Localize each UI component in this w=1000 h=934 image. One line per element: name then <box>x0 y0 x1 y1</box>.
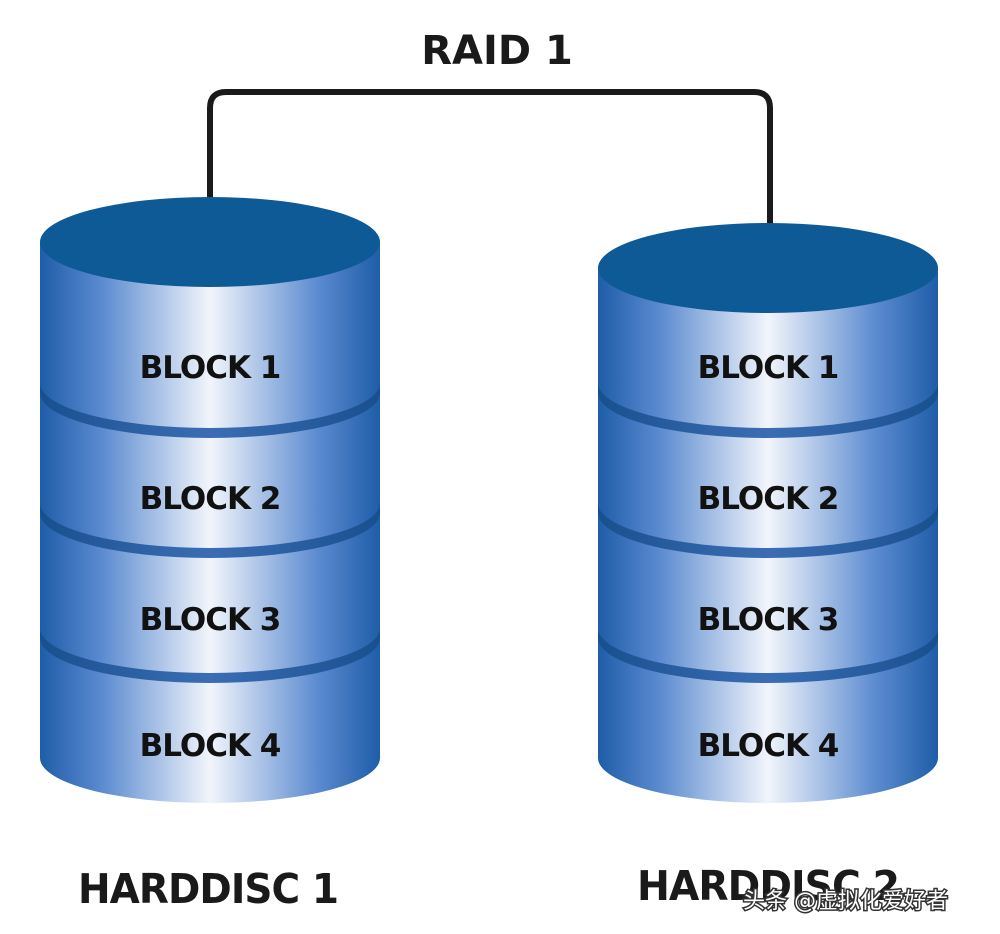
cylinder-body <box>40 242 380 803</box>
watermark-text: 头条 @虚拟化爱好者 <box>743 889 948 914</box>
block-separator <box>40 628 380 683</box>
block-label: BLOCK 3 <box>698 602 839 638</box>
cylinder-top <box>40 197 380 287</box>
harddisc-2: BLOCK 1 BLOCK 2 BLOCK 3 BLOCK 4 <box>598 223 938 803</box>
block-label: BLOCK 1 <box>698 350 839 386</box>
block-separator <box>40 503 380 558</box>
block-label: BLOCK 1 <box>140 350 281 386</box>
block-label: BLOCK 4 <box>698 728 839 764</box>
watermark: 头条 @虚拟化爱好者 <box>742 888 950 916</box>
block-label: BLOCK 2 <box>140 481 281 517</box>
harddisc-1: BLOCK 1 BLOCK 2 BLOCK 3 BLOCK 4 <box>40 197 380 803</box>
harddisc-1-label: HARDDISC 1 <box>78 865 338 913</box>
mirror-connector <box>207 89 773 243</box>
block-separator <box>598 383 938 438</box>
cylinder-top <box>598 223 938 313</box>
block-separator <box>40 383 380 438</box>
block-label: BLOCK 4 <box>140 728 281 764</box>
block-label: BLOCK 3 <box>140 602 281 638</box>
block-separator <box>598 503 938 558</box>
diagram-title: RAID 1 <box>421 28 573 74</box>
harddisc-2-label: HARDDISC 2 <box>637 862 899 910</box>
block-label: BLOCK 2 <box>698 481 839 517</box>
block-separator <box>598 628 938 683</box>
